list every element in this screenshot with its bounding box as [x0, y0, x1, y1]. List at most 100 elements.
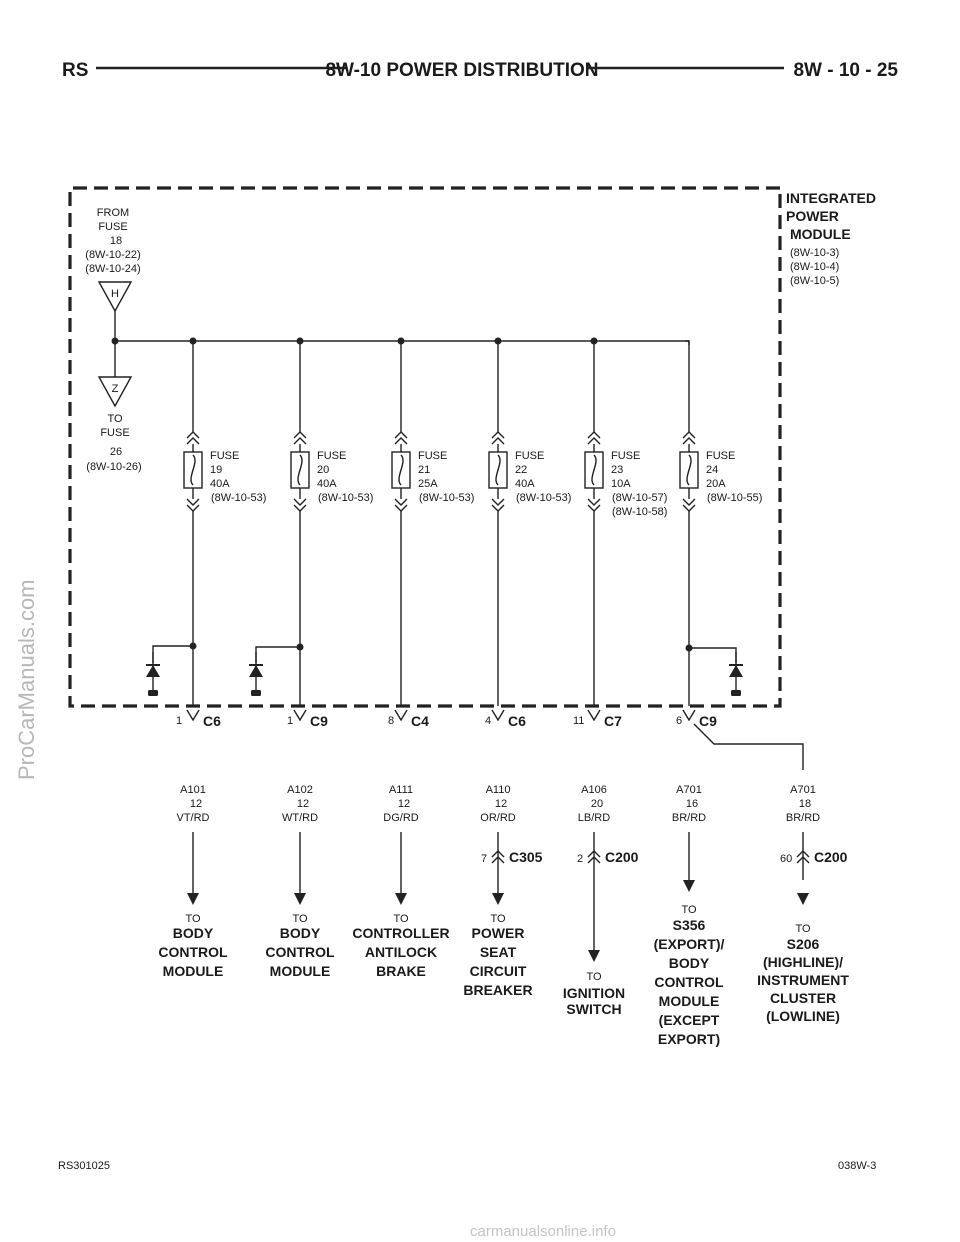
module-label: INTEGRATED POWER MODULE (8W-10-3) (8W-10…	[786, 190, 876, 287]
fuse-label: FUSE	[317, 450, 346, 462]
bottom-watermark: carmanualsonline.info	[470, 1223, 616, 1240]
module-ref: (8W-10-5)	[790, 275, 839, 287]
input-label-line: FROM	[97, 207, 129, 219]
fuse-label: FUSE	[515, 450, 544, 462]
connector-id: C6	[203, 713, 221, 729]
destination-line: BRAKE	[376, 963, 426, 979]
destination-line: S356	[673, 917, 706, 933]
destination-line: BODY	[669, 955, 710, 971]
fuse-symbol	[290, 451, 310, 489]
wire-gauge: 12	[398, 798, 410, 810]
destination-line: SWITCH	[566, 1001, 621, 1017]
wire-color: LB/RD	[578, 812, 610, 824]
destination-line: (LOWLINE)	[766, 1008, 840, 1024]
wire-color: VT/RD	[177, 812, 210, 824]
wire-circuit: A701	[676, 784, 702, 796]
diode-to-ground	[249, 652, 263, 696]
fuse-number: 23	[611, 464, 623, 476]
output-label-line: 26	[110, 446, 122, 458]
output-connector-letter: Z	[112, 383, 119, 395]
fuse-label: FUSE	[210, 450, 239, 462]
connector-id: C6	[508, 713, 526, 729]
input-connector-triangle	[97, 281, 133, 313]
fuse-reference: (8W-10-55)	[707, 492, 762, 504]
destination-line: MODULE	[659, 993, 720, 1009]
fuse-rating: 25A	[418, 478, 438, 490]
destination-line: CLUSTER	[770, 990, 836, 1006]
destination-line: POWER	[472, 925, 525, 941]
wire-gauge: 12	[495, 798, 507, 810]
destination-line: EXPORT)	[658, 1031, 720, 1047]
input-label-line: (8W-10-22)	[85, 249, 140, 261]
destination-line: (HIGHLINE)/	[763, 954, 843, 970]
destination-line: SEAT	[480, 944, 517, 960]
page-header: RS 8W-10 POWER DISTRIBUTION 8W - 10 - 25	[62, 60, 898, 81]
fuse-reference: (8W-10-53)	[516, 492, 571, 504]
connector-id: C9	[310, 713, 328, 729]
wire-circuit: A106	[581, 784, 607, 796]
connector-pin: 1	[176, 715, 182, 727]
wire-circuit: A110	[486, 784, 511, 796]
fuse-symbol	[584, 451, 604, 489]
destination-line: CONTROL	[265, 944, 335, 960]
fuse-number: 21	[418, 464, 430, 476]
fuse-number: 24	[706, 464, 718, 476]
destination-line: MODULE	[163, 963, 224, 979]
input-connector-letter: H	[111, 288, 119, 300]
fuse-rating: 20A	[706, 478, 726, 490]
fuse-number: 22	[515, 464, 527, 476]
header-title: 8W-10 POWER DISTRIBUTION	[325, 60, 598, 81]
destination-line: BREAKER	[463, 982, 532, 998]
destination-line: CONTROL	[158, 944, 228, 960]
diode-to-ground	[729, 652, 743, 696]
inline-connector-id: C305	[509, 849, 543, 865]
fuse-number: 20	[317, 464, 329, 476]
fuse-rating: 10A	[611, 478, 631, 490]
input-source: FROM FUSE 18 (8W-10-22) (8W-10-24) H	[85, 207, 141, 313]
inline-connector-id: C200	[814, 849, 848, 865]
wire-circuit: A102	[287, 784, 313, 796]
wire-color: BR/RD	[786, 812, 820, 824]
output-destination: Z TO FUSE 26 (8W-10-26)	[86, 376, 142, 473]
fuse-label: FUSE	[706, 450, 735, 462]
input-label-line: (8W-10-24)	[85, 263, 140, 275]
footer-left-code: RS301025	[58, 1160, 110, 1172]
inline-connector-id: C200	[605, 849, 639, 865]
output-label-line: (8W-10-26)	[86, 461, 141, 473]
fuse-symbol	[679, 451, 699, 489]
connector-pin: 6	[676, 715, 682, 727]
destination-line: BODY	[173, 925, 214, 941]
destination-to: TO	[292, 913, 308, 925]
fuse-reference: (8W-10-53)	[211, 492, 266, 504]
wire-gauge: 16	[686, 798, 698, 810]
wire-color: DG/RD	[383, 812, 419, 824]
header-page-number: 8W - 10 - 25	[793, 60, 898, 81]
connector-pin: 8	[388, 715, 394, 727]
module-ref: (8W-10-3)	[790, 247, 839, 259]
wire-gauge: 18	[799, 798, 811, 810]
side-watermark: ProCarManuals.com	[14, 579, 39, 780]
fuse-symbol	[391, 451, 411, 489]
destination-to: TO	[393, 913, 409, 925]
destination-line: CONTROL	[654, 974, 724, 990]
fuse-symbol	[183, 451, 203, 489]
connector-pin: 1	[287, 715, 293, 727]
destination-line: BODY	[280, 925, 321, 941]
wire-gauge: 20	[591, 798, 603, 810]
fuse-label: FUSE	[611, 450, 640, 462]
destination-line: (EXPORT)/	[654, 936, 725, 952]
destination-to: TO	[795, 923, 811, 935]
input-label-line: FUSE	[98, 221, 127, 233]
destination-line: (EXCEPT	[659, 1012, 720, 1028]
destination-to: TO	[490, 913, 506, 925]
inline-pin: 2	[577, 853, 583, 865]
connector-id: C4	[411, 713, 429, 729]
